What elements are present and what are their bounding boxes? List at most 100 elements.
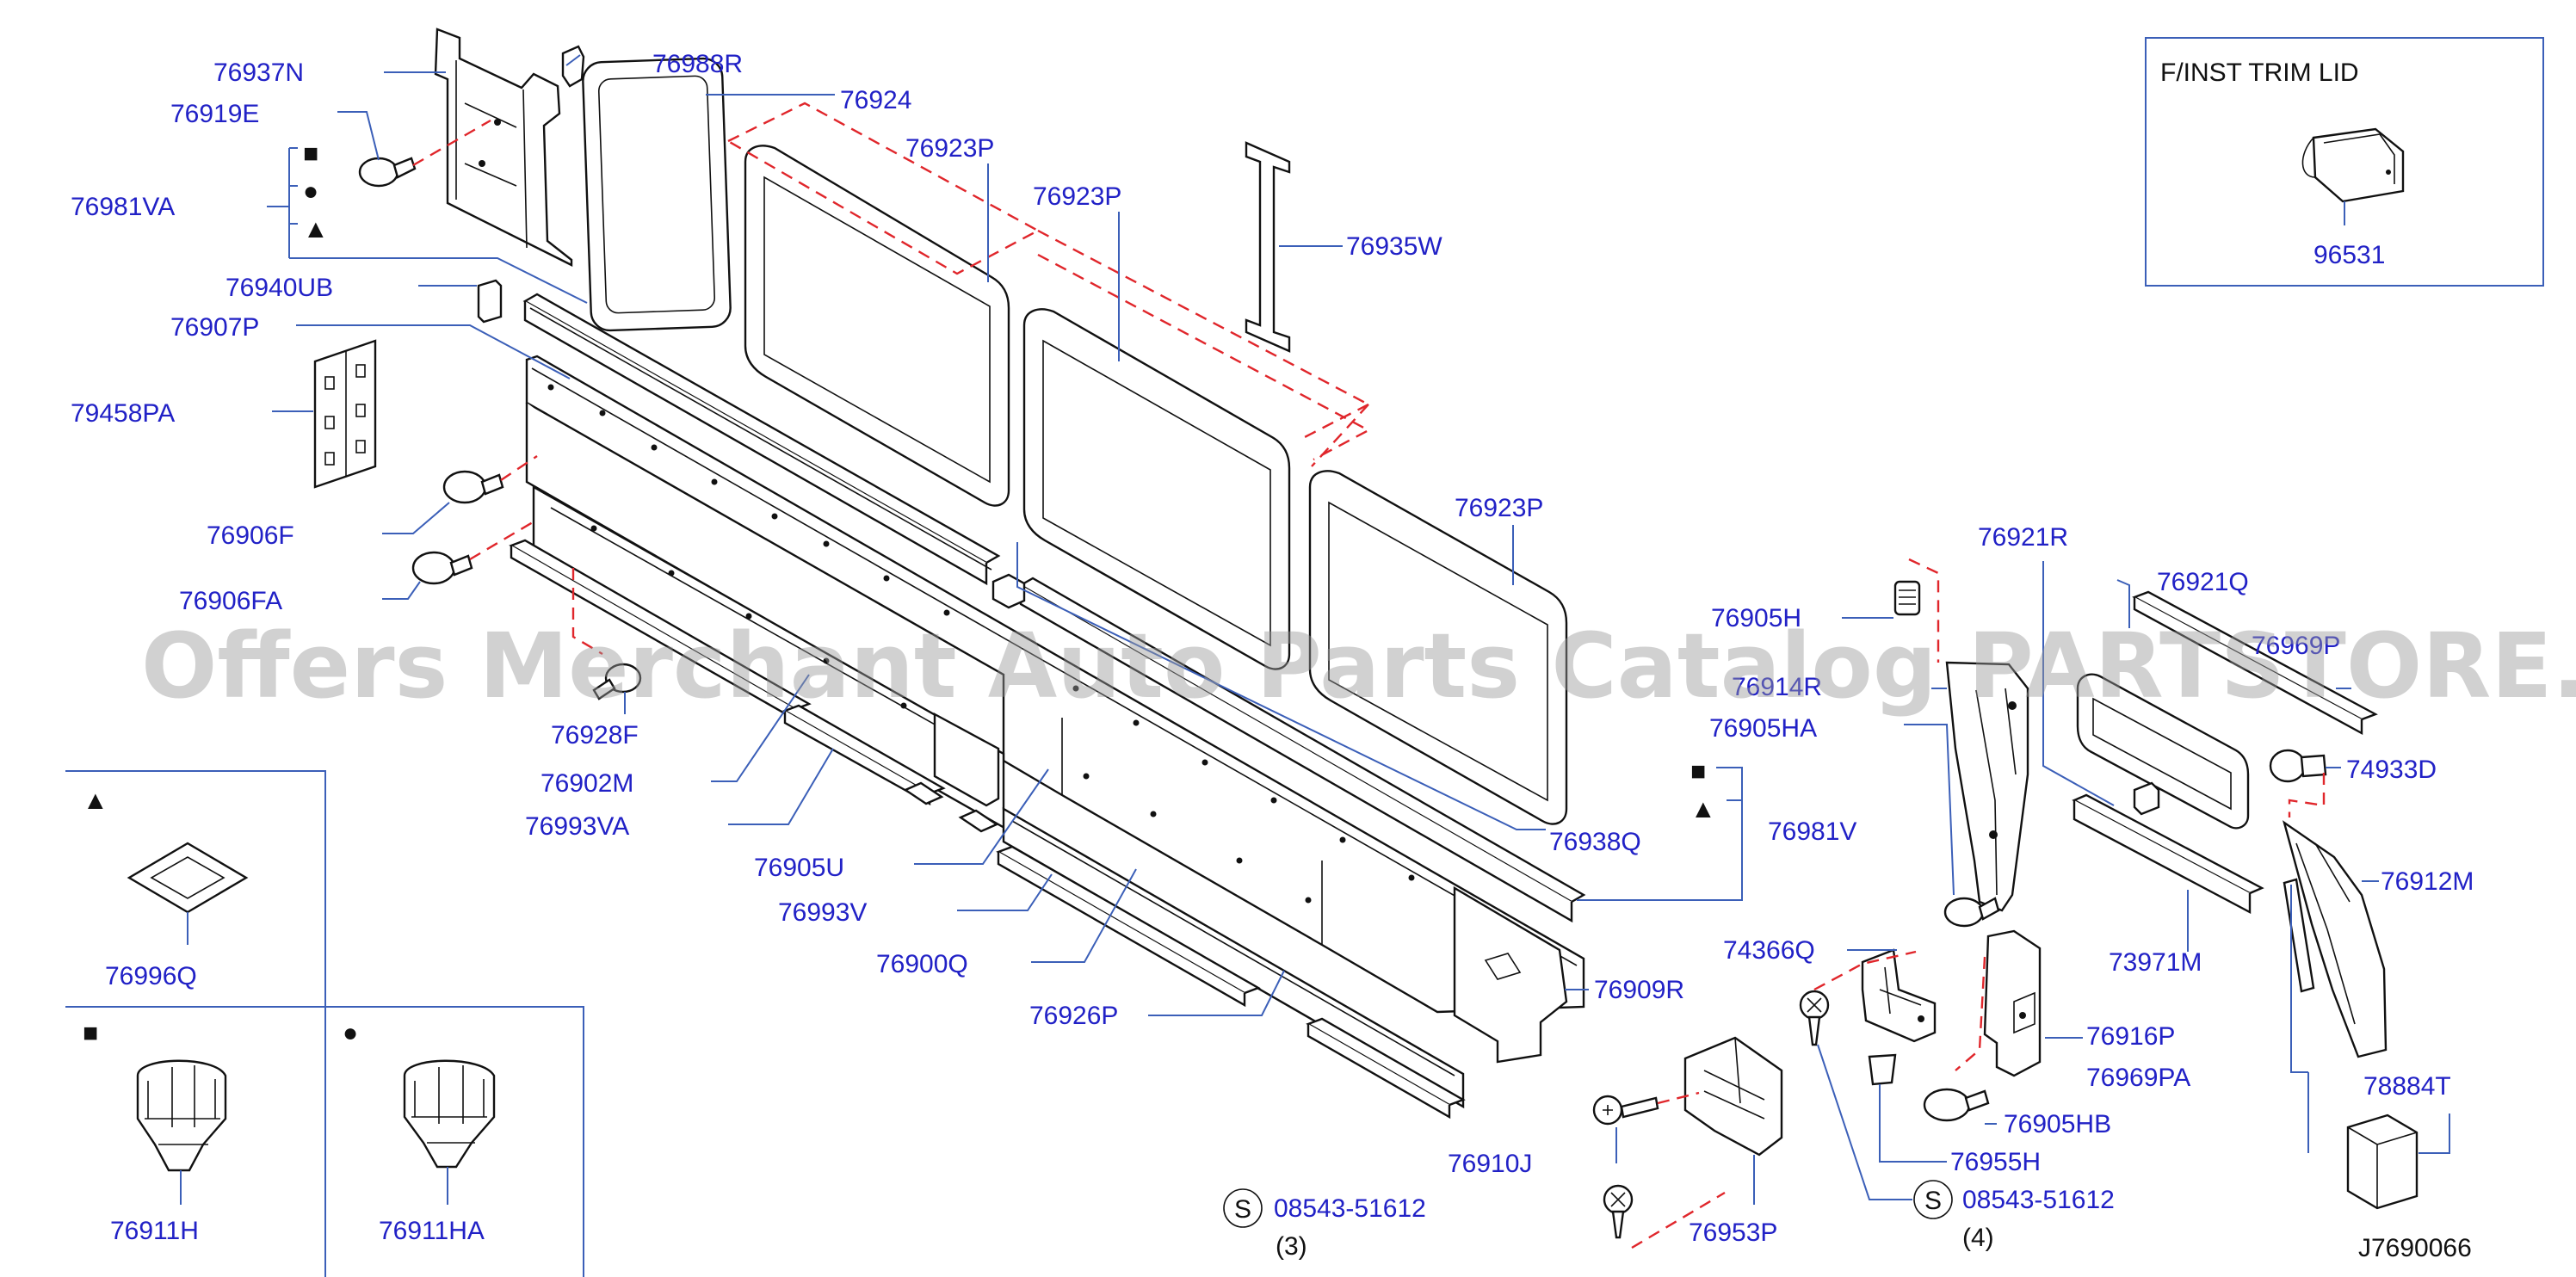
label-76935W: 76935W	[1346, 232, 1442, 261]
label-76916P: 76916P	[2086, 1022, 2175, 1051]
label-76924: 76924	[840, 86, 911, 114]
label-76900Q: 76900Q	[876, 950, 968, 978]
clip-76906F	[442, 470, 504, 504]
label-08543-51612-b: 08543-51612	[1962, 1186, 2115, 1214]
strip-76907P	[522, 293, 1001, 586]
leader-lines	[267, 54, 2450, 1205]
s-mark-2: S	[1924, 1187, 1942, 1215]
label-76905HA: 76905HA	[1709, 714, 1817, 743]
label-76905U: 76905U	[754, 854, 844, 882]
label-76911HA: 76911HA	[379, 1217, 485, 1245]
trim-76916P	[1983, 929, 2042, 1077]
clip-76955H	[1868, 1053, 1897, 1086]
bracket-76935W	[1245, 141, 1291, 353]
bracket-74366Q	[1861, 948, 1937, 1043]
window-seal-76924	[582, 57, 732, 332]
label-76909R: 76909R	[1594, 976, 1684, 1004]
clip-74933D	[2269, 749, 2327, 783]
screw-76910J	[1592, 1095, 1659, 1126]
clip-76905HB	[1923, 1088, 1990, 1122]
clip-76906FA	[411, 551, 473, 585]
label-76993V: 76993V	[778, 898, 867, 927]
strip-76921R	[2072, 793, 2264, 914]
block-73971M	[2133, 781, 2160, 816]
sill-76993V	[996, 845, 1466, 1120]
window-seal-76923P-1	[744, 145, 1010, 507]
label-76911H: 76911H	[110, 1217, 199, 1245]
label-76940UB: 76940UB	[225, 274, 333, 302]
label-76953P: 76953P	[1689, 1218, 1777, 1247]
label-76923P-b: 76923P	[1033, 182, 1121, 211]
label-76926P: 76926P	[1029, 1002, 1118, 1030]
mark-circle-1: ●	[303, 177, 318, 206]
label-76905HB: 76905HB	[2004, 1110, 2111, 1138]
label-76902M: 76902M	[541, 769, 633, 798]
clip-76911H	[136, 1059, 227, 1172]
strip-76969P	[2132, 590, 2378, 736]
label-76969P: 76969P	[2252, 632, 2340, 660]
label-76914R: 76914R	[1732, 673, 1822, 701]
label-74366Q: 74366Q	[1723, 936, 1815, 965]
circle-symbol: ●	[343, 1019, 358, 1047]
label-76981V: 76981V	[1768, 817, 1856, 846]
mark-square-1: ■	[303, 139, 318, 168]
label-76906F: 76906F	[207, 521, 294, 550]
sill-76902M	[509, 539, 812, 722]
pillar-trim-76912M	[2282, 820, 2388, 1058]
clip-76905H	[1893, 580, 1921, 616]
window-76921Q	[2076, 673, 2250, 830]
label-76996Q: 76996Q	[105, 962, 197, 990]
clip-76988R	[561, 45, 585, 88]
label-76921Q: 76921Q	[2157, 568, 2249, 596]
label-79458PA: 79458PA	[71, 399, 175, 428]
s-mark-1: S	[1234, 1195, 1251, 1224]
figure-id: J7690066	[2358, 1234, 2472, 1262]
inset-title: F/INST TRIM LID	[2160, 59, 2359, 87]
label-76905H: 76905H	[1711, 604, 1801, 632]
window-seal-76923P-3	[1308, 470, 1568, 825]
clip-76928F	[592, 663, 642, 700]
label-76912M: 76912M	[2381, 867, 2474, 896]
label-76988R: 76988R	[652, 50, 743, 78]
label-96531: 96531	[2313, 241, 2385, 269]
sill-end-pieces	[903, 781, 999, 833]
window-seal-76923P-2	[1022, 308, 1291, 670]
square-symbol: ■	[83, 1019, 98, 1047]
block-76940UB	[477, 279, 503, 324]
trim-lid-part	[2301, 127, 2405, 203]
pad-76996Q	[127, 842, 249, 914]
box-78884T	[2346, 1114, 2418, 1210]
inset-trim-lid: F/INST TRIM LID 96531	[2145, 37, 2544, 287]
label-76955H: 76955H	[1950, 1148, 2041, 1176]
label-76938Q: 76938Q	[1549, 828, 1641, 856]
mark-square-2: ■	[1690, 757, 1706, 786]
pillar-trim-76914R	[1945, 661, 2029, 912]
side-trim-76937N	[434, 28, 573, 267]
label-76923P-a: 76923P	[905, 134, 994, 163]
tray-76953P	[1683, 1036, 1783, 1157]
mark-triangle-2: ▲	[1690, 795, 1716, 824]
trim-76926P	[933, 712, 1465, 1109]
clip-76911HA	[403, 1059, 496, 1169]
label-76910J: 76910J	[1448, 1150, 1532, 1178]
mark-triangle-1: ▲	[303, 215, 329, 244]
part-labels: 76937N 76919E 76981VA 76988R 76924 76923…	[71, 50, 2474, 1262]
label-76921R: 76921R	[1978, 523, 2068, 552]
screw-08543-51612-a	[1603, 1184, 1634, 1239]
label-76923P-c: 76923P	[1455, 494, 1543, 522]
side-panel-76909R	[1453, 885, 1568, 1064]
label-73971M: 73971M	[2109, 948, 2202, 977]
triangle-symbol: ▲	[83, 787, 108, 815]
label-78884T: 78884T	[2363, 1072, 2451, 1101]
main-assembly	[313, 28, 2418, 1249]
label-76919E: 76919E	[170, 100, 259, 128]
label-74933D: 74933D	[2346, 756, 2437, 784]
label-76993VA: 76993VA	[525, 812, 629, 841]
qty-3: (3)	[1276, 1232, 1307, 1261]
label-76969PA: 76969PA	[2086, 1064, 2190, 1092]
screw-08543-51612-b	[1799, 990, 1830, 1046]
label-76907P: 76907P	[170, 313, 259, 342]
symbol-legend: ▲ ■ ● 76996Q 76911H 76911HA	[65, 770, 584, 1277]
symbol-marks: ■ ● ▲ ■ ▲	[303, 139, 1716, 824]
